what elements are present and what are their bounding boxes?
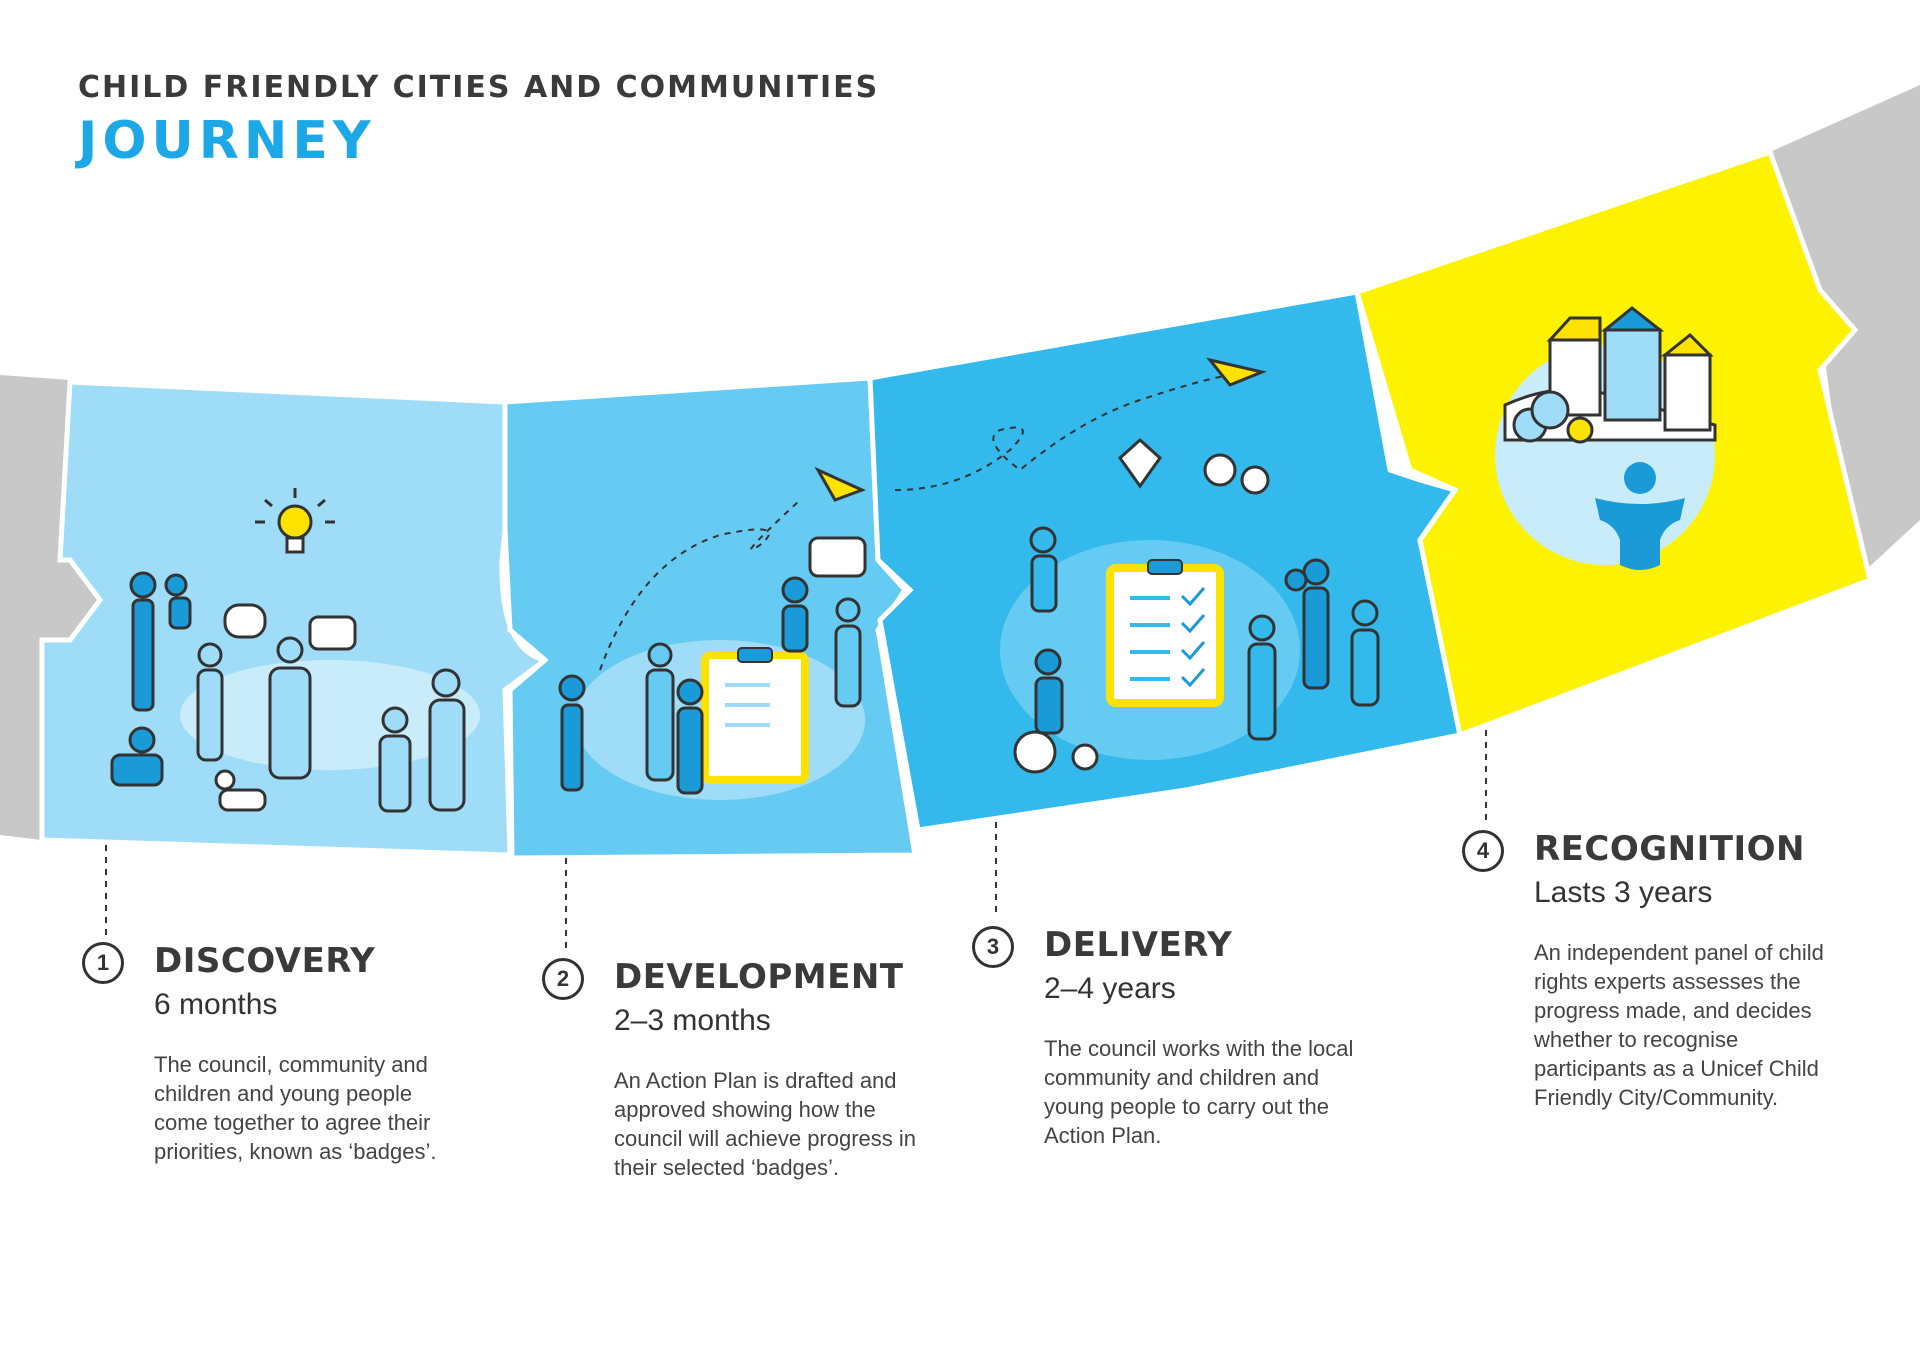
step-delivery: 3 DELIVERY 2–4 years The council works w… [972,924,1353,1150]
step-duration: 2–4 years [1044,972,1176,1005]
step-title: RECOGNITION [1534,829,1805,869]
step-description: The council, community and children and … [154,1052,437,1164]
step-description: The council works with the local communi… [1044,1036,1354,1148]
figure-group [1034,558,1330,735]
connector-lines [105,730,1487,950]
road-start [0,375,100,840]
action-plan-clipboard-icon [558,466,867,800]
figure-group [558,576,809,795]
step-duration: Lasts 3 years [1534,876,1713,909]
outline-figures [645,597,862,782]
speech-bubble-icon [223,603,357,651]
outline-figures [196,636,466,813]
road-end [1770,85,1920,580]
step-description: An Action Plan is drafted and approved s… [614,1068,917,1180]
dashed-flight-path [894,374,1231,491]
step-number-badge: 1 [82,942,124,984]
checked-clipboard-community-icon [894,357,1380,774]
dog-icon [214,769,267,812]
step-title: DELIVERY [1044,925,1233,965]
checkmark-icon [1180,587,1206,688]
paper-plane-icon [1206,357,1267,387]
city-and-child-icon [1495,306,1717,570]
clipboard [701,651,809,784]
unicef-child-icon [1595,462,1685,570]
page-title: JOURNEY [78,111,376,171]
step-duration: 6 months [154,988,278,1021]
checklist [1130,596,1170,681]
trees-icon [1203,453,1270,495]
step-title: DEVELOPMENT [614,957,904,997]
page-header: CHILD FRIENDLY CITIES AND COMMUNITIES JO… [78,70,879,171]
page-subtitle: CHILD FRIENDLY CITIES AND COMMUNITIES [78,70,880,105]
step-number-badge: 3 [972,926,1014,968]
dashed-flight-path [599,499,801,671]
kite-icon [1118,437,1162,489]
step-description: An independent panel of child rights exp… [1534,940,1824,1110]
step-discovery: 1 DISCOVERY 6 months The council, commun… [82,940,442,1166]
wheelchair-icon [1013,730,1099,774]
paper-plane-icon [814,466,866,502]
trees-icon [1512,390,1594,444]
step-number-badge: 4 [1462,830,1504,872]
buildings-icon [1546,306,1714,432]
step-number-badge: 2 [542,958,584,1000]
step-recognition: 4 RECOGNITION Lasts 3 years An independe… [1462,828,1824,1112]
outline-figures [1029,526,1380,741]
step-development: 2 DEVELOPMENT 2–3 months An Action Plan … [542,956,916,1182]
step-title: DISCOVERY [154,941,376,981]
step-duration: 2–3 months [614,1004,771,1037]
lightbulb-icon [255,488,335,554]
people-and-idea-icon [110,488,480,813]
speech-bubble-icon [808,536,867,578]
